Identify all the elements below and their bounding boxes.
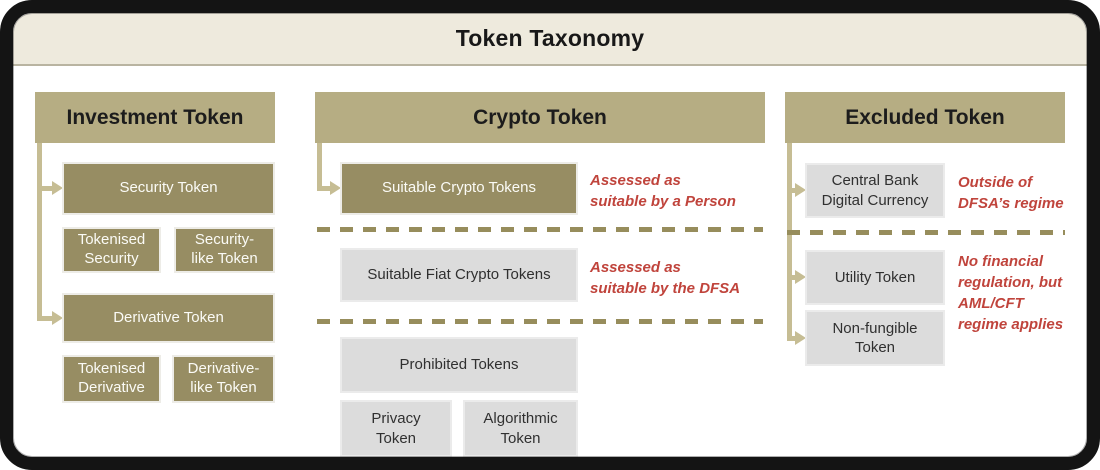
security-token-box: Security Token xyxy=(62,162,275,215)
prohibited-tokens-box: Prohibited Tokens xyxy=(340,337,578,393)
privacy-token-box: Privacy Token xyxy=(340,400,452,457)
excluded-connector-line xyxy=(787,143,792,341)
connector-arrow-icon xyxy=(795,183,806,197)
connector-arrow-icon xyxy=(795,270,806,284)
connector-arrow-icon xyxy=(795,331,806,345)
excluded-connector-branch xyxy=(787,336,797,341)
investment-connector-branch xyxy=(37,316,53,321)
suitable-fiat-crypto-tokens-box: Suitable Fiat Crypto Tokens xyxy=(340,248,578,302)
tokenised-derivative-box: Tokenised Derivative xyxy=(62,355,161,403)
investment-connector-branch xyxy=(42,186,53,191)
excluded-token-header: Excluded Token xyxy=(785,92,1065,143)
excluded-connector-branch xyxy=(792,188,797,193)
connector-arrow-icon xyxy=(330,181,341,195)
diagram-title: Token Taxonomy xyxy=(455,25,645,51)
investment-token-header: Investment Token xyxy=(35,92,275,143)
crypto-token-header: Crypto Token xyxy=(315,92,765,143)
central-bank-digital-currency-box: Central Bank Digital Currency xyxy=(805,163,945,218)
security-like-token-box: Security- like Token xyxy=(174,227,275,273)
dashed-separator xyxy=(317,319,763,324)
crypto-connector-branch xyxy=(317,186,332,191)
derivative-like-token-box: Derivative- like Token xyxy=(172,355,275,403)
connector-arrow-icon xyxy=(52,181,63,195)
non-fungible-token-box: Non-fungible Token xyxy=(805,310,945,366)
utility-nft-note: No financial regulation, but AML/CFT reg… xyxy=(958,253,1064,333)
tokenised-security-box: Tokenised Security xyxy=(62,227,161,273)
suitable-crypto-note: Assessed as suitable by a Person xyxy=(590,172,736,210)
crypto-connector-line xyxy=(317,143,322,191)
investment-connector-line xyxy=(37,143,42,321)
title-band: Token Taxonomy xyxy=(13,13,1087,66)
derivative-token-box: Derivative Token xyxy=(62,293,275,343)
utility-token-box: Utility Token xyxy=(805,250,945,305)
suitable-fiat-note: Assessed as suitable by the DFSA xyxy=(590,259,741,297)
suitable-crypto-tokens-box: Suitable Crypto Tokens xyxy=(340,162,578,215)
algorithmic-token-box: Algorithmic Token xyxy=(463,400,578,457)
cbdc-note: Outside of DFSA’s regime xyxy=(958,174,1064,212)
excluded-connector-branch xyxy=(792,275,797,280)
dashed-separator xyxy=(317,227,763,232)
connector-arrow-icon xyxy=(52,311,63,325)
dashed-separator xyxy=(787,230,1065,235)
